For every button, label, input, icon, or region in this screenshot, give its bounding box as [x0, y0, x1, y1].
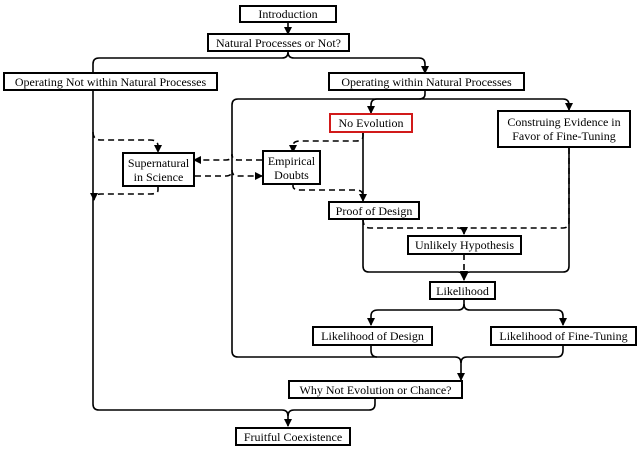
edge-supernatural-trunk: [90, 186, 159, 201]
edge-likelihood-split: [367, 299, 465, 326]
edge-finetuning-unlikely: [460, 148, 570, 235]
node-supernatural-in-science: Supernatural in Science: [122, 152, 195, 187]
edge-within-loop: [231, 98, 465, 381]
edge-natural-split: [92, 51, 429, 74]
edge-proof-unlikely: [362, 218, 465, 235]
node-empirical-doubts: Empirical Doubts: [262, 150, 321, 185]
edge-lodesign-whynot: [370, 345, 378, 358]
node-proof-of-design: Proof of Design: [328, 201, 420, 220]
edge-proof-likelihood: [362, 219, 468, 279]
node-within-natural-processes: Operating within Natural Processes: [328, 72, 525, 91]
edge-notwithin-supernatural: [92, 131, 162, 153]
node-likelihood-of-fine-tuning: Likelihood of Fine-Tuning: [490, 326, 637, 346]
edge-empirical-supernatural: [193, 153, 262, 164]
edge-likelihood-finetuning: [463, 303, 567, 326]
node-introduction: Introduction: [239, 5, 337, 23]
node-likelihood: Likelihood: [429, 281, 496, 300]
edge-whynot-fruitful: [287, 398, 376, 417]
edge-within-finetuning: [425, 98, 573, 111]
node-why-not-evolution-or-chance: Why Not Evolution or Chance?: [288, 380, 463, 399]
node-fine-tuning-evidence: Construing Evidence in Favor of Fine-Tun…: [497, 110, 631, 148]
node-likelihood-of-design: Likelihood of Design: [312, 326, 433, 346]
node-no-evolution: No Evolution: [329, 113, 413, 133]
edge-noevolution-empirical: [289, 133, 364, 153]
edge-within-split: [367, 90, 426, 114]
node-fruitful-coexistence: Fruitful Coexistence: [235, 427, 351, 446]
edge-notwithin-trunk: [92, 91, 292, 427]
node-natural-processes: Natural Processes or Not?: [207, 33, 350, 52]
edge-supernatural-empirical: [195, 169, 263, 180]
edge-lofinetuning-whynot: [460, 345, 564, 364]
node-unlikely-hypothesis: Unlikely Hypothesis: [407, 235, 522, 255]
edge-finetuning-likelihood: [463, 148, 570, 279]
edge-empirical-proof: [292, 184, 364, 197]
node-not-within-natural-processes: Operating Not within Natural Processes: [3, 72, 218, 91]
